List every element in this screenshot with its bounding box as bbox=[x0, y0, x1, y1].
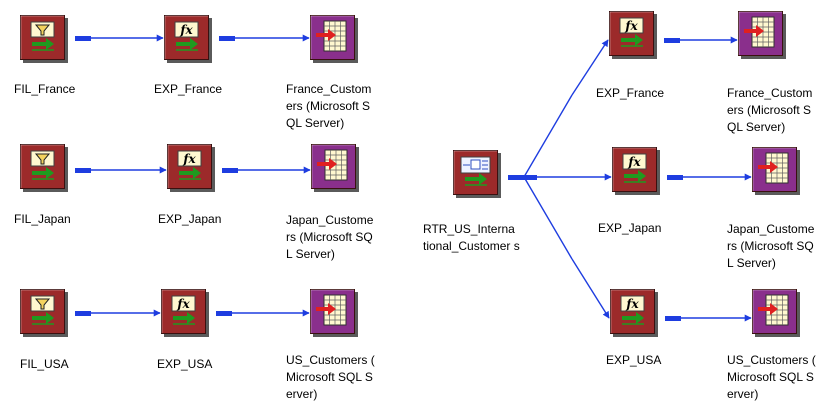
filter-label: FIL_France bbox=[14, 82, 76, 96]
expression-transformation[interactable]: fx bbox=[610, 289, 658, 337]
filter-transformation[interactable] bbox=[20, 144, 68, 192]
link-line[interactable] bbox=[75, 34, 164, 42]
expression-label: EXP_France bbox=[596, 86, 665, 100]
router-icon bbox=[453, 150, 501, 198]
target-label-line: France_Custom bbox=[727, 86, 813, 100]
router-label-line: tional_Customer s bbox=[423, 239, 520, 253]
target-label-line: US_Customers ( bbox=[727, 353, 816, 367]
link-line[interactable] bbox=[521, 173, 612, 181]
link-line[interactable] bbox=[222, 166, 311, 174]
filter-funnel-icon bbox=[20, 15, 68, 63]
fx-expression-icon: fx bbox=[161, 289, 209, 337]
expression-label: EXP_France bbox=[154, 82, 223, 96]
link-line[interactable] bbox=[75, 309, 161, 317]
link-line[interactable] bbox=[75, 166, 167, 174]
target-definition[interactable] bbox=[738, 11, 786, 59]
target-label-line: QL Server) bbox=[286, 116, 345, 130]
target-definition[interactable] bbox=[752, 147, 800, 195]
link-line[interactable] bbox=[523, 39, 609, 178]
expression-label: EXP_USA bbox=[606, 353, 662, 367]
router-label-line: RTR_US_Interna bbox=[423, 222, 515, 236]
target-definition[interactable] bbox=[310, 15, 358, 63]
target-label-line: Japan_Custome bbox=[727, 222, 815, 236]
target-table-icon bbox=[311, 144, 359, 192]
svg-text:fx: fx bbox=[182, 152, 196, 166]
link-line[interactable] bbox=[667, 173, 752, 181]
target-label-line: L Server) bbox=[727, 256, 776, 270]
fx-expression-icon: fx bbox=[167, 144, 215, 192]
svg-text:fx: fx bbox=[624, 19, 638, 33]
link-line[interactable] bbox=[664, 36, 738, 44]
target-label-line: Microsoft SQL S bbox=[286, 370, 373, 384]
expression-label: EXP_USA bbox=[157, 357, 213, 371]
target-label-line: erver) bbox=[286, 387, 318, 401]
target-label-line: Japan_Custome bbox=[286, 213, 374, 227]
filter-label: FIL_USA bbox=[20, 357, 69, 371]
filter-funnel-icon bbox=[20, 144, 68, 192]
target-label-line: ers (Microsoft S bbox=[727, 103, 812, 117]
fx-expression-icon: fx bbox=[612, 147, 660, 195]
target-table-icon bbox=[738, 11, 786, 59]
fx-expression-icon: fx bbox=[609, 11, 657, 59]
target-label-line: ers (Microsoft S bbox=[286, 99, 371, 113]
link-line[interactable] bbox=[216, 309, 310, 317]
expression-transformation[interactable]: fx bbox=[609, 11, 657, 59]
target-label-line: rs (Microsoft SQ bbox=[286, 230, 373, 244]
link-line[interactable] bbox=[219, 34, 310, 42]
target-label-line: France_Custom bbox=[286, 82, 372, 96]
target-definition[interactable] bbox=[310, 289, 358, 337]
filter-transformation[interactable] bbox=[20, 15, 68, 63]
expression-label: EXP_Japan bbox=[158, 212, 222, 226]
link-line[interactable] bbox=[523, 176, 610, 319]
target-definition[interactable] bbox=[311, 144, 359, 192]
expression-transformation[interactable]: fx bbox=[161, 289, 209, 337]
target-label-line: QL Server) bbox=[727, 120, 786, 134]
expression-transformation[interactable]: fx bbox=[612, 147, 660, 195]
svg-text:fx: fx bbox=[176, 297, 190, 311]
target-label-line: erver) bbox=[727, 387, 759, 401]
filter-funnel-icon bbox=[20, 289, 68, 337]
expression-transformation[interactable]: fx bbox=[167, 144, 215, 192]
fx-expression-icon: fx bbox=[610, 289, 658, 337]
target-label-line: Microsoft SQL S bbox=[727, 370, 814, 384]
target-table-icon bbox=[310, 289, 358, 337]
target-table-icon bbox=[752, 289, 800, 337]
svg-text:fx: fx bbox=[627, 155, 641, 169]
fx-expression-icon: fx bbox=[164, 15, 212, 63]
target-label-line: US_Customers ( bbox=[286, 353, 375, 367]
target-table-icon bbox=[752, 147, 800, 195]
router-transformation[interactable] bbox=[453, 150, 501, 198]
expression-transformation[interactable]: fx bbox=[164, 15, 212, 63]
target-definition[interactable] bbox=[752, 289, 800, 337]
target-label-line: rs (Microsoft SQ bbox=[727, 239, 814, 253]
target-table-icon bbox=[310, 15, 358, 63]
svg-text:fx: fx bbox=[625, 297, 639, 311]
router-output-stub bbox=[508, 175, 526, 180]
svg-text:fx: fx bbox=[179, 23, 193, 37]
expression-label: EXP_Japan bbox=[598, 221, 662, 235]
filter-label: FIL_Japan bbox=[14, 212, 71, 226]
filter-transformation[interactable] bbox=[20, 289, 68, 337]
target-label-line: L Server) bbox=[286, 247, 335, 261]
link-line[interactable] bbox=[665, 314, 752, 322]
